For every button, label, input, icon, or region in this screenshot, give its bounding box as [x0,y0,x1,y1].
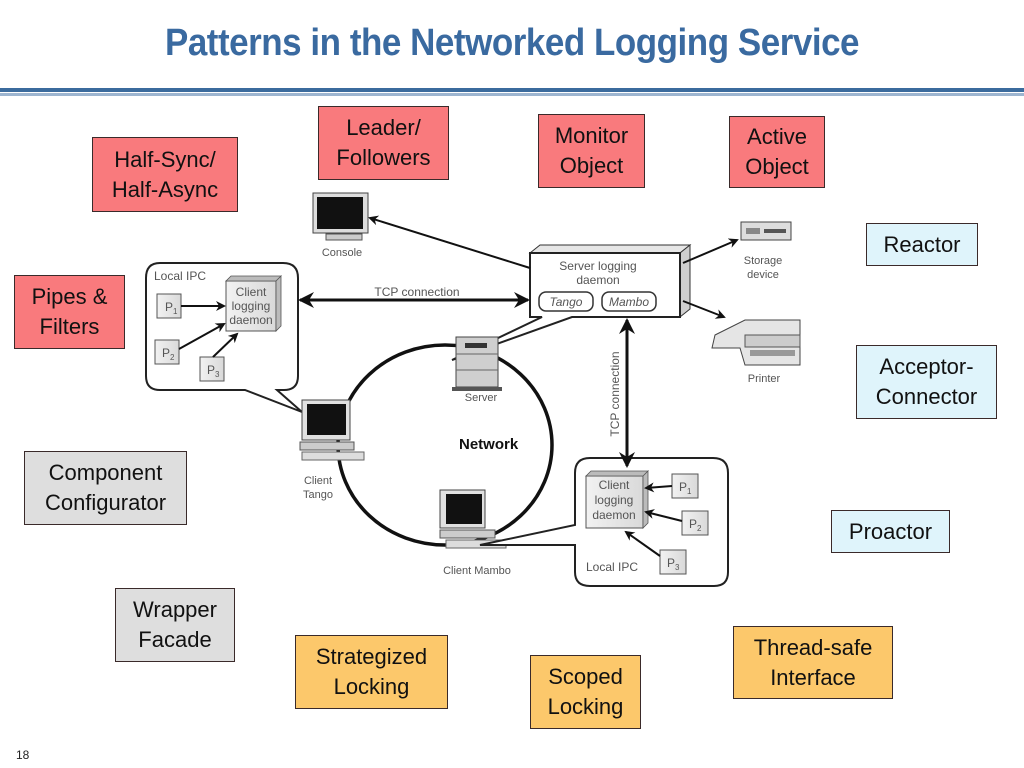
storage-label-1: Storage [744,255,783,267]
page-number: 18 [16,748,30,762]
server-label: Server [465,392,498,404]
right-p2-arrow [644,509,683,522]
printer-label: Printer [748,373,781,385]
svg-text:P2: P2 [689,517,702,533]
storage-label-2: device [747,269,779,281]
svg-text:P3: P3 [667,556,680,572]
storage-device-icon: Storage device [740,221,792,281]
client-mambo-label: Client Mambo [443,565,511,577]
right-p3-box [659,549,687,575]
svg-text:Tango: Tango [550,295,583,309]
printer-icon: Printer [711,319,801,385]
title-divider-light [0,93,1024,96]
pattern-proactor: Proactor [831,510,950,553]
left-daemon-line1: Client [236,285,267,299]
storage-arrow [682,238,739,264]
left-local-ipc: Local IPC Client logging daemon P1 P2 P3 [145,262,303,413]
left-daemon-line3: daemon [229,313,272,327]
pattern-reactor: Reactor [866,223,978,266]
svg-text:P1: P1 [165,300,178,316]
slide-title: Patterns in the Networked Logging Servic… [164,22,860,64]
right-p2-box [681,510,709,536]
left-daemon-line2: logging [232,299,271,313]
pattern-half-sync-half-async: Half-Sync/Half-Async [92,137,238,212]
right-ipc-label: Local IPC [586,560,638,574]
right-local-ipc: Client logging daemon Local IPC P1 P2 P3 [479,457,729,587]
tcp-label-vertical: TCP connection [608,351,622,436]
server-logging-daemon: Server logging daemon Tango Mambo [451,243,692,361]
server-daemon-line1: Server logging [559,259,636,273]
printer-arrow [682,300,726,319]
network-label: Network [459,436,519,453]
svg-text:P1: P1 [679,480,692,496]
right-p3-arrow [624,530,661,557]
client-tango-label-2: Tango [303,489,333,501]
client-mambo-icon: Client Mambo [439,489,511,577]
left-ipc-label: Local IPC [154,269,206,283]
left-p2-box [154,339,180,365]
console-arrow [368,215,531,269]
left-p1-box [156,293,182,319]
right-p1-arrow [644,482,673,493]
svg-text:P3: P3 [207,363,220,379]
title-divider [0,88,1024,92]
right-daemon-line1: Client [599,478,630,492]
tcp-label-top: TCP connection [374,285,459,299]
pattern-pipes-filters: Pipes &Filters [14,275,125,349]
console-label: Console [322,247,362,259]
console-icon: Console [312,192,369,259]
server-daemon-line2: daemon [576,273,619,287]
left-p3-arrow [212,332,239,358]
left-p2-arrow [178,323,226,350]
left-client-daemon-box [225,280,277,332]
tango-tag [538,291,594,312]
mambo-tag [601,291,657,312]
pattern-acceptor-connector: Acceptor-Connector [856,345,997,419]
svg-text:Mambo: Mambo [609,295,649,309]
server-icon: Server [452,336,502,404]
client-tango-icon: Client Tango [299,399,365,501]
right-client-daemon-box [585,475,644,529]
pattern-leader-followers: Leader/Followers [318,106,449,180]
client-tango-label-1: Client [304,475,332,487]
left-p3-box [199,356,225,382]
right-daemon-line2: logging [595,493,634,507]
right-daemon-line3: daemon [592,508,635,522]
svg-text:P2: P2 [162,346,175,362]
